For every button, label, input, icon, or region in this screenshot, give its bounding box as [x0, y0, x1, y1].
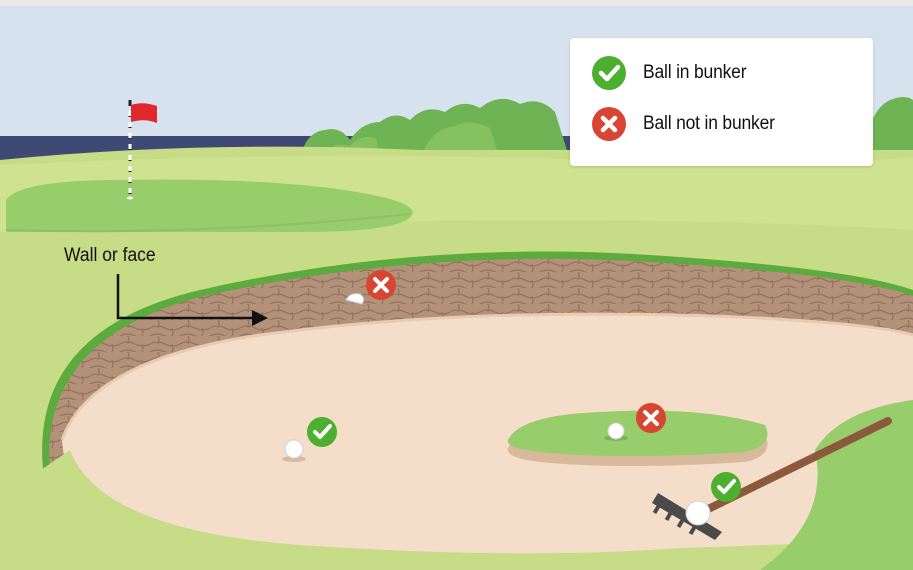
- legend-label-in-bunker: Ball in bunker: [643, 62, 746, 84]
- wall-or-face-label: Wall or face: [64, 245, 156, 267]
- golf-ball: [686, 501, 710, 525]
- legend-item-not-in-bunker: Ball not in bunker: [592, 107, 786, 141]
- check-icon: [711, 472, 741, 502]
- legend-label-not-in-bunker: Ball not in bunker: [643, 113, 775, 135]
- x-icon: [592, 107, 626, 141]
- x-icon: [366, 270, 396, 300]
- top-border: [0, 0, 913, 6]
- x-icon: [636, 403, 666, 433]
- legend: Ball in bunker Ball not in bunker: [570, 38, 873, 166]
- check-icon: [307, 417, 337, 447]
- check-icon: [592, 56, 626, 90]
- legend-item-in-bunker: Ball in bunker: [592, 56, 755, 90]
- flag: [131, 103, 157, 123]
